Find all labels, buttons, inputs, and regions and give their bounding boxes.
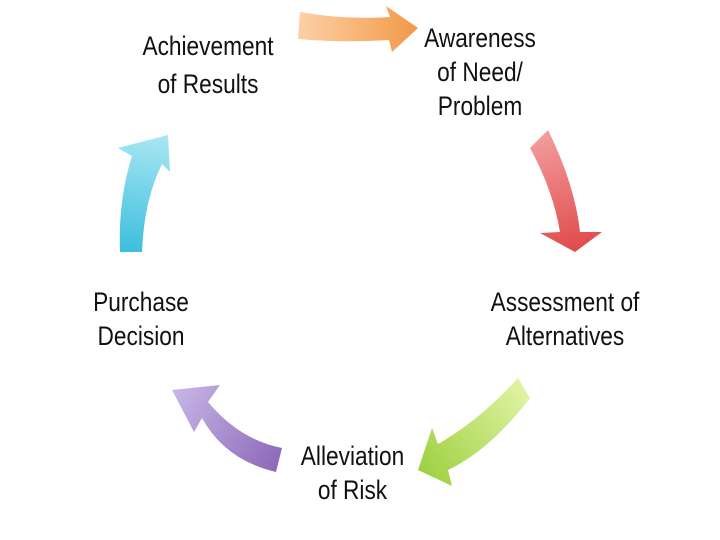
step-awareness-line-1: Awareness xyxy=(424,23,536,53)
step-assessment-line-1: Assessment of xyxy=(490,287,640,317)
step-purchase: Purchase Decision xyxy=(86,286,195,354)
step-alleviation-line-2: of Risk xyxy=(317,474,388,505)
step-achievement: Achievement of Results xyxy=(141,28,275,104)
step-purchase-line-2: Decision xyxy=(97,320,185,351)
step-assessment-line-2: Alternatives xyxy=(505,320,625,351)
step-awareness-line-3: Problem xyxy=(437,90,523,121)
step-awareness: Awareness of Need/ Problem xyxy=(421,22,539,123)
step-purchase-line-1: Purchase xyxy=(93,287,189,317)
step-achievement-line-1: Achievement xyxy=(142,31,274,61)
arrow-purple xyxy=(172,385,282,472)
arrow-orange xyxy=(298,6,418,52)
step-assessment: Assessment of Alternatives xyxy=(485,286,645,354)
step-awareness-line-2: of Need/ xyxy=(437,56,523,87)
arrow-cyan xyxy=(118,135,170,252)
step-achievement-line-2: of Results xyxy=(157,68,259,99)
arrow-red xyxy=(530,130,602,252)
step-alleviation: Alleviation of Risk xyxy=(296,440,409,508)
arrow-green xyxy=(418,378,530,486)
step-alleviation-line-1: Alleviation xyxy=(300,441,405,471)
